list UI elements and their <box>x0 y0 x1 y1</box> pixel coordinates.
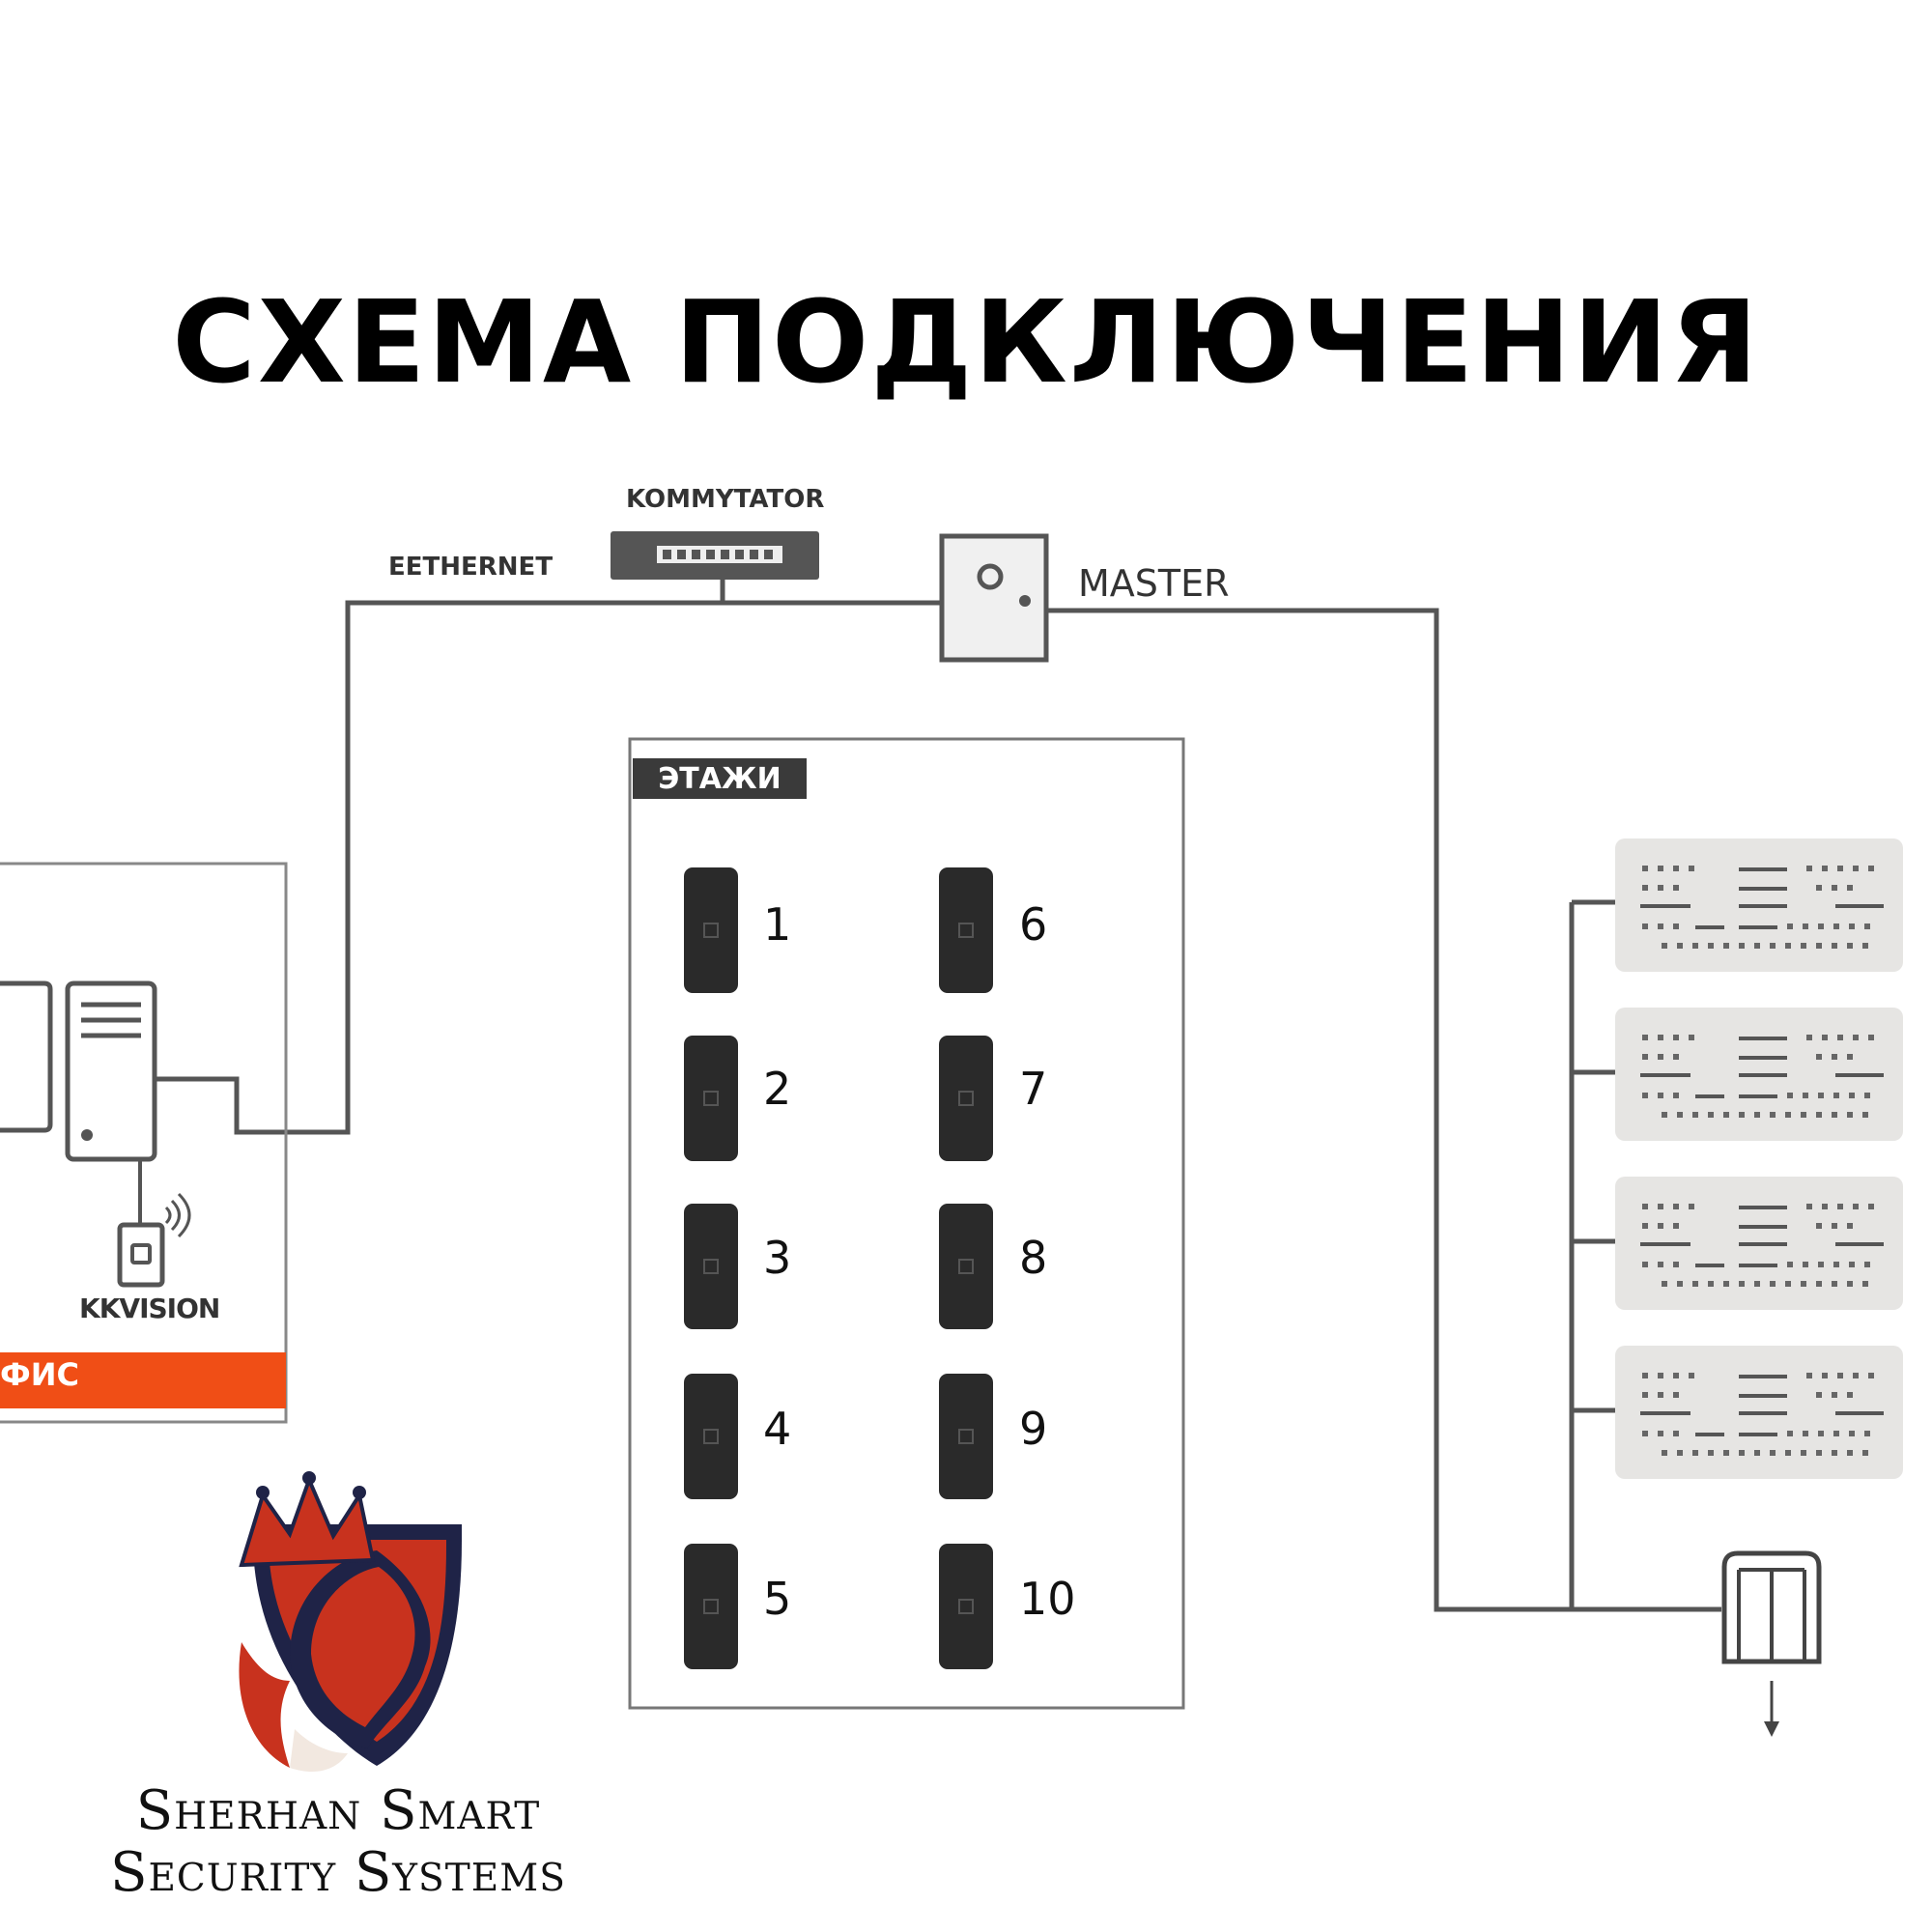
floor-number-3: 3 <box>763 1232 792 1284</box>
pc-tower-icon <box>65 980 157 1162</box>
lion-shield-logo <box>239 1471 462 1773</box>
floor-card-reader-icon <box>684 1036 738 1161</box>
company-name-line1: Sherhan Smart <box>135 1779 541 1842</box>
floor-card-reader-icon <box>684 867 738 993</box>
floor-number-8: 8 <box>1019 1232 1048 1284</box>
floor-card-reader-icon <box>684 1374 738 1499</box>
floor-card-reader-icon <box>684 1204 738 1329</box>
floor-card-reader-icon <box>939 867 993 993</box>
office-label: ФИС <box>0 1356 79 1393</box>
floor-readers <box>684 867 993 1669</box>
switch-icon <box>611 531 819 580</box>
floor-card-reader-icon <box>939 1036 993 1161</box>
master-bus <box>1046 608 1721 1612</box>
floor-number-4: 4 <box>763 1403 792 1455</box>
floor-card-reader-icon <box>684 1544 738 1669</box>
floor-number-1: 1 <box>763 898 792 951</box>
relay-panel-icon <box>1615 838 1903 972</box>
office-bar <box>0 1352 286 1408</box>
floor-number-10: 10 <box>1019 1573 1076 1625</box>
floor-number-6: 6 <box>1019 898 1048 951</box>
relay-panel-icon <box>1615 1177 1903 1310</box>
floor-card-reader-icon <box>939 1544 993 1669</box>
page-title: СХЕМА ПОДКЛЮЧЕНИЯ <box>172 275 1760 409</box>
relay-panel-icon <box>1615 1346 1903 1479</box>
floor-number-2: 2 <box>763 1063 792 1115</box>
company-name-line2: Security Systems <box>110 1841 566 1904</box>
floor-number-7: 7 <box>1019 1063 1048 1115</box>
office-box <box>0 862 288 1424</box>
ethernet-cable <box>155 600 942 1135</box>
floors-tag: ЭТАЖИ <box>633 758 807 799</box>
wiring <box>155 580 1721 1612</box>
floor-number-5: 5 <box>763 1573 792 1625</box>
ethernet-label: EETHERNET <box>388 553 554 582</box>
floors-box <box>628 737 1185 1710</box>
floor-number-9: 9 <box>1019 1403 1048 1455</box>
floor-card-reader-icon <box>939 1204 993 1329</box>
relay-panels <box>1615 838 1903 1479</box>
elevator-icon <box>1721 1550 1822 1737</box>
relay-panel-icon <box>1615 1008 1903 1141</box>
floor-card-reader-icon <box>939 1374 993 1499</box>
desktop-card-reader-icon <box>117 1192 191 1288</box>
switch-label: KOMMYTATOR <box>626 485 825 514</box>
monitor-icon <box>0 980 53 1133</box>
master-label: MASTER <box>1078 562 1230 605</box>
reader-brand-label: KKVISION <box>79 1293 220 1324</box>
master-controller-icon <box>939 533 1049 663</box>
